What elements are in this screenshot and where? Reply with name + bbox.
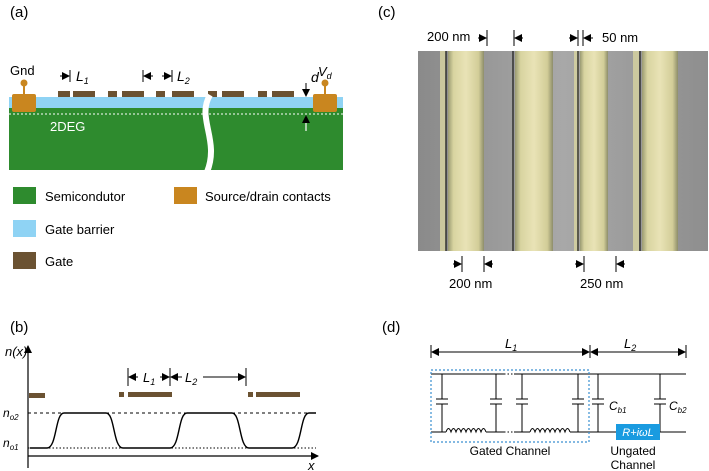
afm-edges [445,51,641,251]
d-L2-label: L2 [624,336,636,353]
legend-swatch-semiconductor [13,187,36,204]
d-ungated-label-2: Channel [611,458,656,471]
gate-barrier-layer [9,97,343,108]
b-density-profile [30,412,316,449]
b-n02-label: no2 [3,406,19,422]
d-L1-label: L1 [505,336,517,353]
d-label: d [311,69,320,85]
b-L2-label: L2 [185,370,197,387]
panel-d-label: (d) [382,319,400,336]
d-impedance-box [616,424,660,440]
b-y-axis-label: n(x) [5,344,27,359]
a-L1-label: L1 [76,68,89,86]
legend-swatch-barrier [13,220,36,237]
vd-label: Vd [318,64,333,81]
b-L1-label: L1 [143,370,155,387]
d-L-dimensions [430,345,687,358]
twodeg-label: 2DEG [50,119,85,134]
panel-c-label: (c) [378,4,396,21]
d-gated-region-box [430,369,590,443]
b-n01-label: no1 [3,436,19,452]
afm-strips [440,51,678,251]
source-contact [12,94,36,112]
a-L1-dimension [60,70,153,82]
afm-image [418,51,708,251]
drain-contact [313,94,337,112]
a-L2-label: L2 [177,68,190,86]
gate-electrodes [58,91,294,97]
c-dim-200-top: 200 nm [427,29,470,44]
legend-barrier: Gate barrier [45,222,115,237]
semiconductor-layer [9,107,343,170]
b-L-dimensions [127,368,247,386]
d-capacitors [436,374,666,432]
b-x-axis-label: x [307,458,315,471]
b-gates [29,392,300,398]
d-gated-label: Gated Channel [470,444,551,458]
gnd-terminal [20,79,28,87]
panel-a-label: (a) [10,4,28,21]
legend: Semicondutor Source/drain contacts Gate … [13,187,331,269]
vd-terminal [321,79,329,87]
legend-contacts: Source/drain contacts [205,189,331,204]
c-dim-50: 50 nm [602,30,638,45]
legend-semiconductor: Semicondutor [45,189,126,204]
legend-swatch-gate [13,252,36,269]
c-dim-250: 250 nm [580,276,623,291]
d-impedance-label: R+iωL [622,427,654,439]
gnd-label: Gnd [10,63,35,78]
d-ungated-label-1: Ungated [610,444,655,458]
a-L2-dimension [162,70,173,82]
d-circuit [431,373,686,434]
legend-gate: Gate [45,254,73,269]
d-cb2-label: Cb2 [669,399,687,415]
legend-swatch-contacts [174,187,197,204]
c-bottom-dim-marks [453,256,625,272]
c-dim-200-bottom: 200 nm [449,276,492,291]
d-cb1-label: Cb1 [609,399,627,415]
c-top-dim-marks [478,30,593,46]
device-cross-section [9,79,343,174]
break-line [202,93,214,174]
panel-b-label: (b) [10,319,28,336]
